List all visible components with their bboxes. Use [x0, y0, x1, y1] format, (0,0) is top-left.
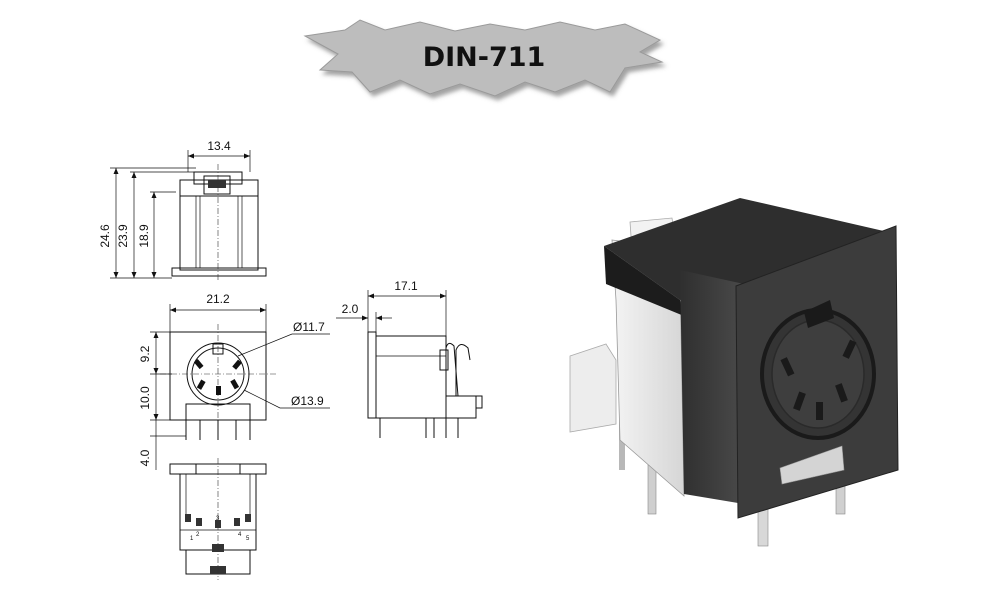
pin-holes — [193, 359, 242, 395]
pin-number-1: 1 — [190, 536, 194, 542]
profile-view-drawing: 17.1 2.0 — [336, 279, 483, 438]
socket-pins — [780, 339, 857, 420]
dim-center-to-base: 10.0 — [138, 386, 152, 410]
dim-depth: 17.1 — [394, 279, 418, 293]
bottom-view-drawing: 1 2 3 4 5 — [169, 458, 267, 580]
dim-front-width: 21.2 — [206, 292, 230, 306]
side-view-drawing: 13.4 24.6 23.9 18.9 — [98, 139, 267, 282]
dim-lower-height: 18.9 — [137, 224, 151, 248]
dim-flange-diameter: Ø13.9 — [291, 394, 324, 408]
pin-number-3: 3 — [216, 516, 220, 522]
front-view-drawing: 21.2 Ø11.7 Ø13.9 — [138, 292, 330, 470]
pin-number-2: 2 — [196, 532, 200, 538]
pin-number-4: 4 — [238, 532, 242, 538]
dim-pin-length: 4.0 — [138, 449, 152, 466]
pin-number-5: 5 — [246, 536, 250, 542]
product-photo — [569, 198, 899, 547]
title-banner: DIN-711 — [303, 19, 664, 97]
dim-upper-to-center: 9.2 — [138, 345, 152, 362]
star-banner-shape — [303, 19, 664, 97]
dim-flange-thickness: 2.0 — [342, 302, 359, 316]
dim-overall-height: 24.6 — [98, 224, 112, 248]
dim-side-width: 13.4 — [207, 139, 231, 153]
dim-ring-diameter: Ø11.7 — [293, 320, 325, 334]
dim-body-height: 23.9 — [116, 224, 130, 248]
banner-title: DIN-711 — [423, 42, 546, 73]
